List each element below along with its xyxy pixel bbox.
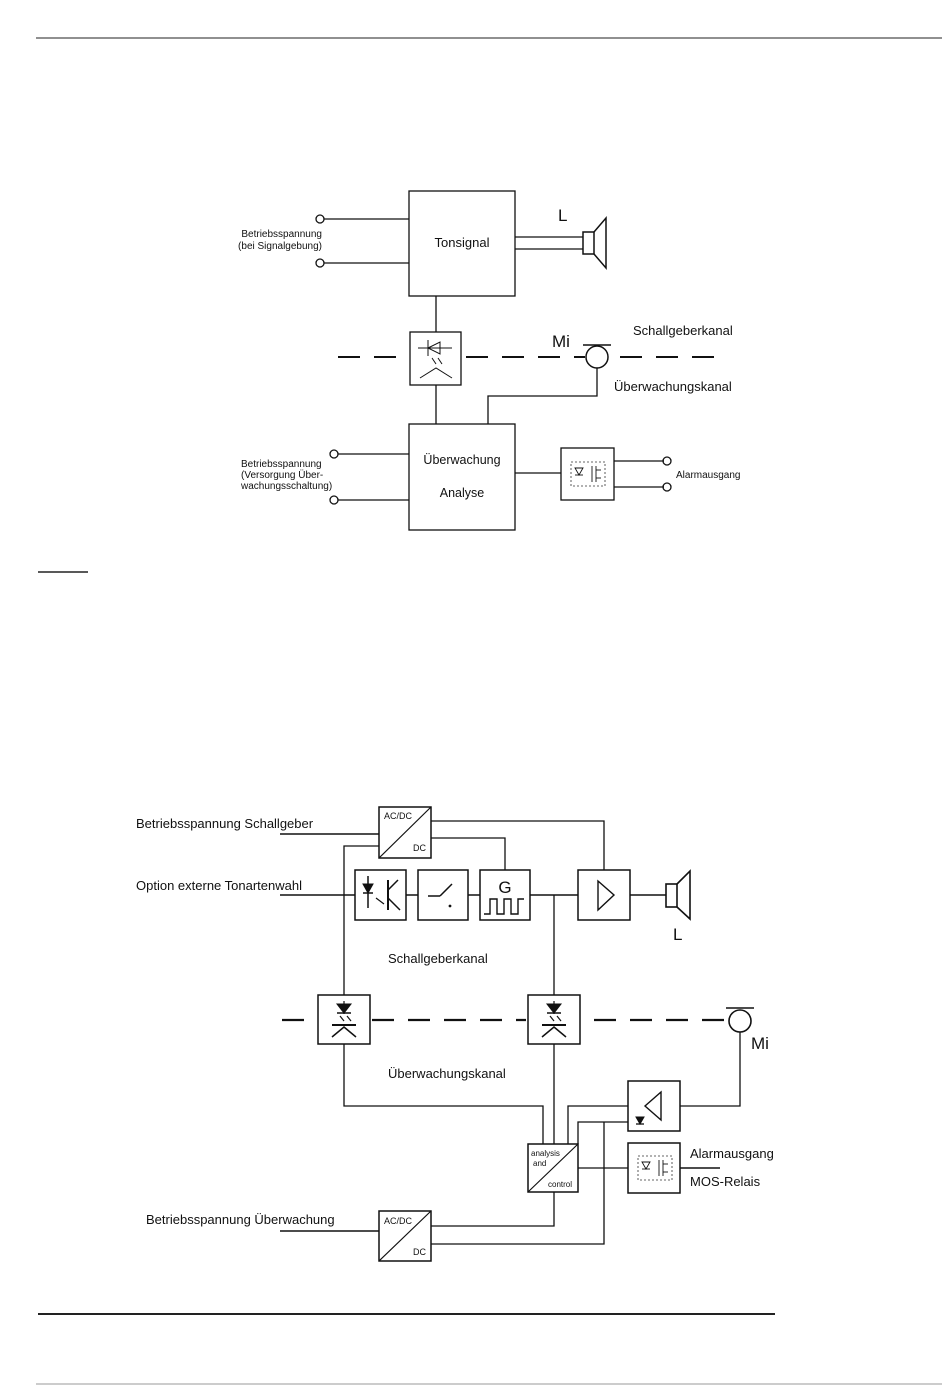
acdc-bottom-label: DC [413, 843, 426, 853]
mos-relay-label: MOS-Relais [690, 1174, 761, 1189]
receive-amplifier-icon [627, 1080, 681, 1132]
monitor-supply-3: wachungsschaltung) [240, 481, 332, 492]
mic-label-2: Mi [751, 1034, 769, 1053]
channel-sound-label: Schallgeberkanal [633, 323, 733, 338]
analysis-line1: analysis [531, 1149, 560, 1158]
acdc-converter-bottom: AC/DC DC [378, 1210, 432, 1262]
mos-relay-icon [560, 447, 615, 501]
optocoupler-icon [409, 331, 462, 386]
diagram-2: Betriebsspannung Schallgeber Option exte… [136, 806, 774, 1262]
amplifier-icon [577, 869, 631, 921]
acdc2-bottom-label: DC [413, 1247, 426, 1257]
alarm-terminal-2 [662, 482, 672, 492]
mic-label: Mi [552, 332, 570, 351]
channel-monitor-label-2: Überwachungskanal [388, 1066, 506, 1081]
monitor-box-line1: Überwachung [423, 453, 500, 467]
diagram-1: Betriebsspannung (bei Signalgebung) Tons… [238, 190, 740, 531]
supply-monitor-label: Betriebsspannung Überwachung [146, 1212, 335, 1227]
generator-label: G [498, 878, 511, 897]
tone-signal-box [408, 190, 516, 297]
monitor-supply-2: (Versorgung Über- [241, 469, 323, 481]
terminal-1 [315, 214, 325, 224]
channel-sound-label-2: Schallgeberkanal [388, 951, 488, 966]
mos-relay-icon-2 [627, 1142, 681, 1194]
acdc-top-label: AC/DC [384, 811, 413, 821]
supply-label-2: (bei Signalgebung) [238, 241, 322, 252]
speaker-icon [582, 215, 607, 271]
alarm-output-label: Alarmausgang [676, 470, 740, 481]
terminal-4 [329, 495, 339, 505]
opto-input-icon [354, 869, 407, 921]
microphone-icon-2 [726, 1007, 754, 1033]
acdc-converter-top: AC/DC DC [378, 806, 432, 859]
generator-icon: G [479, 869, 531, 921]
tone-signal-label: Tonsignal [435, 235, 490, 250]
terminal-3 [329, 449, 339, 459]
optocoupler-left-icon [317, 994, 371, 1045]
switch-icon [417, 869, 469, 921]
monitor-analysis-box [408, 423, 516, 531]
alarm-output-label-2: Alarmausgang [690, 1146, 774, 1161]
analysis-line2: and [533, 1159, 546, 1168]
optocoupler-middle-icon [527, 994, 581, 1045]
analysis-control-box: analysis and control [527, 1143, 579, 1193]
analysis-line3: control [548, 1180, 572, 1189]
monitor-box-line2: Analyse [440, 486, 485, 500]
channel-monitor-label: Überwachungskanal [614, 379, 732, 394]
monitor-supply-1: Betriebsspannung [241, 459, 322, 470]
supply-sound-label: Betriebsspannung Schallgeber [136, 816, 314, 831]
speaker-icon-2 [665, 869, 691, 921]
supply-label-1: Betriebsspannung [241, 229, 322, 240]
speaker-label-2: L [673, 925, 682, 944]
option-tone-label: Option externe Tonartenwahl [136, 878, 302, 893]
speaker-label: L [558, 206, 567, 225]
alarm-terminal-1 [662, 456, 672, 466]
microphone-icon [583, 344, 611, 369]
acdc2-top-label: AC/DC [384, 1216, 413, 1226]
terminal-2 [315, 258, 325, 268]
